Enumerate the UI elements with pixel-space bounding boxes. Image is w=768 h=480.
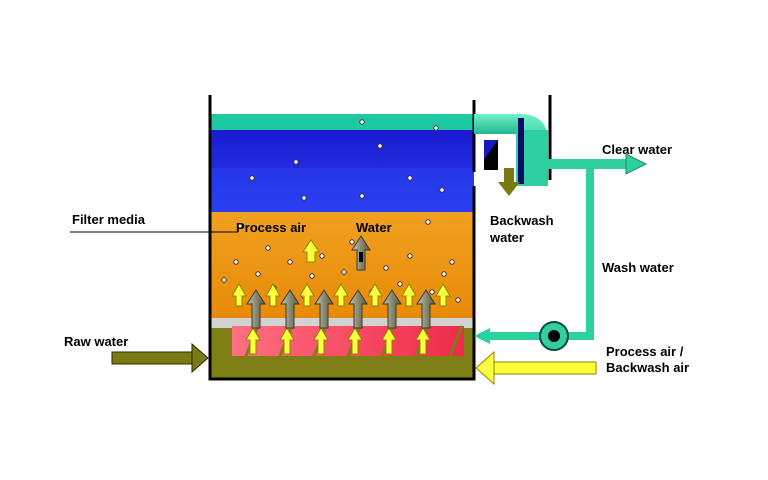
pump-icon (539, 321, 569, 351)
clear-water-label: Clear water (602, 142, 672, 157)
backwash-water-arrow (498, 168, 520, 196)
water-layer-highlight (210, 168, 474, 212)
water-arrow-core (359, 252, 363, 262)
process-air-backwash-label-2: Backwash air (606, 360, 689, 375)
tank-wall (208, 95, 476, 381)
process-air-backwash-label-1: Process air / (606, 344, 684, 359)
process-air-label: Process air (236, 220, 306, 235)
water-label: Water (356, 220, 392, 235)
wash-water-label: Wash water (602, 260, 674, 275)
support-layer (210, 318, 474, 328)
wash-water-pipe (488, 164, 594, 340)
filter-media-label: Filter media (72, 212, 146, 227)
backwash-water-label-1: Backwash (490, 213, 554, 228)
backwash-water-label-2: water (489, 230, 524, 245)
surface-water-band (210, 114, 474, 130)
air-upflow-arrows (231, 239, 451, 355)
raw-water-label: Raw water (64, 334, 128, 349)
water-upflow-arrows (246, 235, 436, 329)
wash-water-arrowhead (474, 328, 490, 344)
clear-water-arrowhead (625, 153, 648, 175)
raw-water-arrow (111, 342, 209, 374)
process-air-inlet-arrow (475, 350, 597, 386)
nozzle-plate (232, 326, 464, 356)
